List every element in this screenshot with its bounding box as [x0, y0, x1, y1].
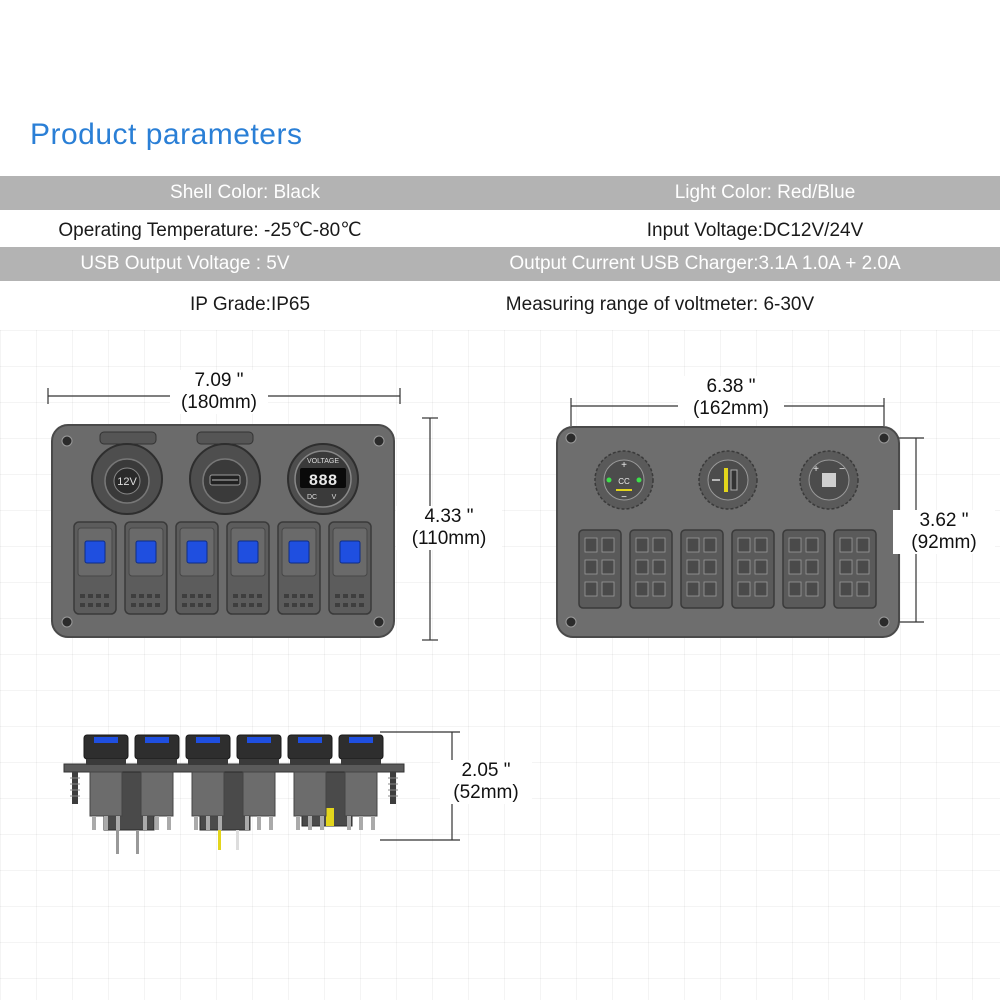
rocker-switch-front [226, 521, 270, 615]
param-row-2: Operating Temperature: -25℃-80℃ Input Vo… [0, 214, 1000, 248]
voltmeter-icon: VOLTAGE 888 DC V [287, 443, 359, 515]
front-width-dimension: 7.09 " (180mm) [170, 370, 268, 414]
back-height-dimension: 3.62 " (92mm) [893, 510, 995, 554]
rocker-switch-back [731, 529, 775, 609]
light-color-text: Light Color: Red/Blue [674, 182, 856, 203]
screw-icon [878, 432, 890, 444]
rocker-switch-front [328, 521, 372, 615]
svg-text:CC: CC [618, 477, 630, 486]
page-title: Product parameters [30, 118, 303, 151]
rocker-switch-side [338, 734, 384, 830]
rocker-switch-front [175, 521, 219, 615]
usb-output-voltage-text: USB Output Voltage : 5V [80, 253, 290, 274]
front-height-inch: 4.33 " [424, 506, 474, 527]
side-depth-mm: (52mm) [453, 782, 519, 803]
back-voltmeter-icon: + CC − [594, 450, 654, 510]
param-row-4: IP Grade:IP65 Measuring range of voltmet… [0, 288, 1000, 322]
screw-icon [61, 616, 73, 628]
rocker-switch-side [236, 734, 282, 830]
rocker-switch-side [83, 734, 129, 830]
input-voltage-text: Input Voltage:DC12V/24V [646, 220, 864, 241]
rocker-switch-back [833, 529, 877, 609]
cigarette-socket-icon: 12V [91, 431, 163, 515]
back-height-inch: 3.62 " [919, 510, 969, 531]
side-bolt [72, 772, 78, 804]
front-height-mm: (110mm) [411, 528, 487, 549]
front-width-mm: (180mm) [180, 392, 257, 413]
ip-grade-text: IP Grade:IP65 [189, 294, 311, 315]
rocker-switch-side [287, 734, 333, 830]
back-usb-icon [698, 450, 758, 510]
svg-text:+: + [621, 460, 627, 471]
param-row-1: Shell Color: Black Light Color: Red/Blue [0, 176, 1000, 210]
side-plate [63, 763, 405, 773]
screw-icon [373, 616, 385, 628]
side-fuse [326, 808, 334, 826]
output-current-text: Output Current USB Charger:3.1A 1.0A + 2… [509, 253, 901, 274]
front-width-inch: 7.09 " [194, 370, 244, 391]
voltmeter-range-text: Measuring range of voltmeter: 6-30V [505, 294, 815, 315]
back-width-dimension: 6.38 " (162mm) [678, 376, 784, 420]
rocker-switch-front [73, 521, 117, 615]
screw-icon [878, 616, 890, 628]
rocker-switch-side [185, 734, 231, 830]
rocker-switch-back [629, 529, 673, 609]
rocker-switch-back [578, 529, 622, 609]
rocker-switch-side [134, 734, 180, 830]
socket-label: 12V [117, 476, 137, 488]
operating-temperature-text: Operating Temperature: -25℃-80℃ [58, 220, 362, 241]
rocker-switch-front [124, 521, 168, 615]
svg-text:−: − [621, 492, 627, 503]
rocker-switch-front [277, 521, 321, 615]
svg-text:−: − [839, 464, 845, 475]
front-height-dimension: 4.33 " (110mm) [396, 506, 502, 550]
rocker-switch-back [680, 529, 724, 609]
voltmeter-unit-v: V [332, 494, 337, 501]
rocker-switch-back [782, 529, 826, 609]
side-depth-dimension: 2.05 " (52mm) [440, 760, 532, 804]
screw-icon [565, 616, 577, 628]
side-depth-inch: 2.05 " [461, 760, 511, 781]
svg-text:+: + [813, 464, 819, 475]
back-width-inch: 6.38 " [706, 376, 756, 397]
usb-charger-icon [189, 431, 261, 515]
screw-icon [61, 435, 73, 447]
screw-icon [373, 435, 385, 447]
voltmeter-label: VOLTAGE [307, 458, 339, 465]
screw-icon [565, 432, 577, 444]
voltmeter-unit-dc: DC [307, 494, 317, 501]
back-height-mm: (92mm) [911, 532, 977, 553]
param-row-3: USB Output Voltage : 5V Output Current U… [0, 247, 1000, 281]
shell-color-text: Shell Color: Black [170, 182, 320, 203]
back-width-mm: (162mm) [692, 398, 769, 419]
back-socket-icon: + − [799, 450, 859, 510]
voltmeter-digits: 888 [309, 472, 338, 490]
side-bolt [390, 772, 396, 804]
